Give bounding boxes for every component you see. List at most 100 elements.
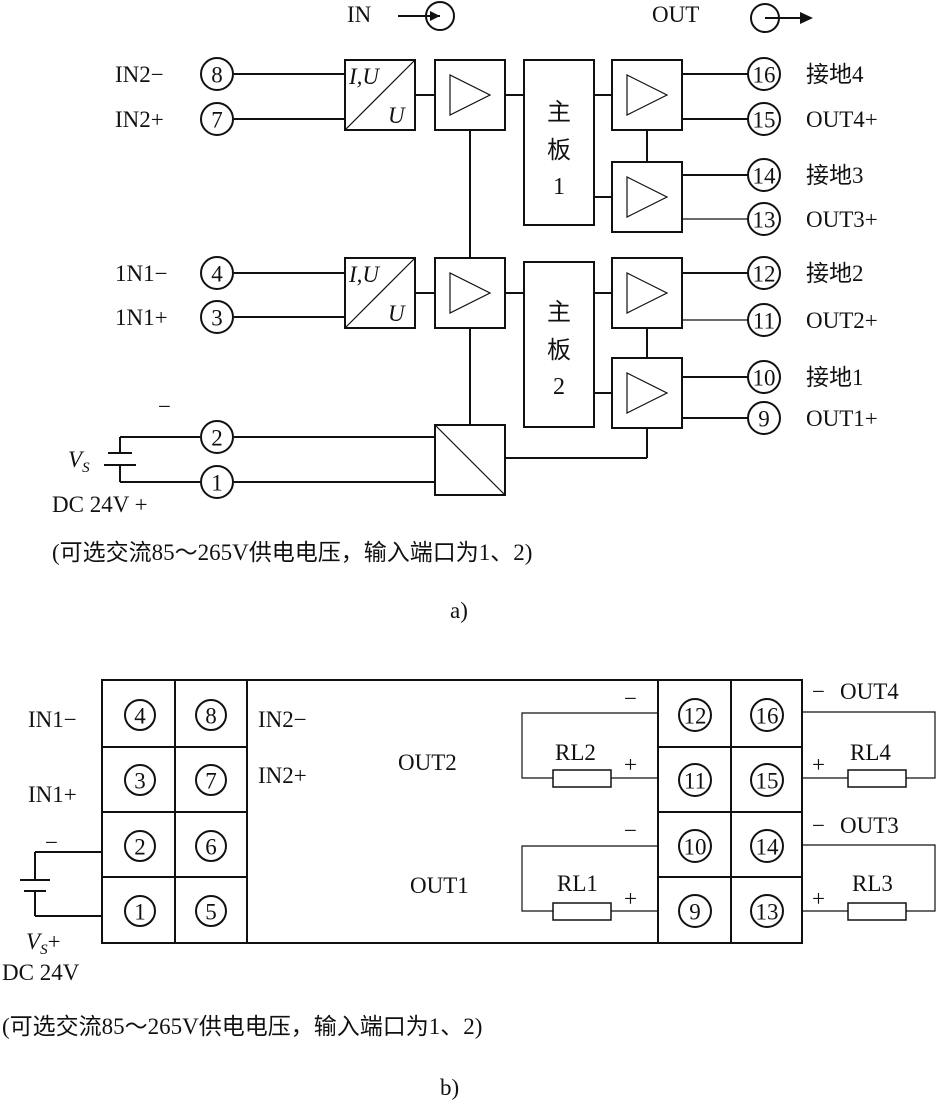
main-board-1: 主 板 1 <box>523 59 595 226</box>
input-terminal-3[interactable]: 1N1+ 3 <box>115 300 234 334</box>
output-terminal-16[interactable]: 16 接地4 <box>747 57 864 91</box>
output-num-13: 13 <box>753 208 776 233</box>
b-num-12: 12 <box>684 704 707 729</box>
b-terminal-4[interactable]: 4 <box>124 699 156 731</box>
load-loop-out2: OUT2 RL2 − + <box>398 686 658 788</box>
b-terminal-16[interactable]: 16 <box>750 698 784 732</box>
input-terminal-7[interactable]: IN2+ 7 <box>115 102 234 136</box>
b-num-4: 4 <box>134 704 146 729</box>
b-terminal-15[interactable]: 15 <box>750 763 784 797</box>
output-terminal-11[interactable]: 11 OUT2+ <box>747 303 878 337</box>
caption-a: a) <box>450 598 468 623</box>
load-loop-out3: − OUT3 RL3 + <box>802 813 936 921</box>
input-amp-2 <box>434 257 506 329</box>
power-section-a: − VS 2 1 DC 24V + <box>52 394 647 517</box>
input-terminal-4[interactable]: 1N1− 4 <box>115 256 234 290</box>
load-loop-out4: − OUT4 RL4 + <box>802 679 936 788</box>
power-terminal-1[interactable] <box>200 465 234 499</box>
output-label-11: OUT2+ <box>806 308 878 333</box>
diagram-a: IN OUT IN2− 8 IN2+ 7 <box>52 1 878 623</box>
b-terminal-7[interactable]: 7 <box>195 764 227 796</box>
note-b: (可选交流85～265V供电电压，输入端口为1、2) <box>2 1014 482 1039</box>
b-terminal-11[interactable]: 11 <box>678 763 712 797</box>
converter-top-1: I,U <box>348 64 380 89</box>
output-terminal-12[interactable]: 12 接地2 <box>747 256 864 290</box>
output-amp-2 <box>611 257 683 329</box>
output-terminal-15[interactable]: 15 OUT4+ <box>747 102 878 136</box>
b-label-in2-minus: IN2− <box>258 707 307 732</box>
caption-b: b) <box>440 1075 459 1100</box>
output-num-10: 10 <box>753 366 776 391</box>
legend-in-label: IN <box>347 2 372 27</box>
b-num-14: 14 <box>756 835 780 860</box>
converter-box-1: I,U U <box>344 59 416 131</box>
output-label-13: OUT3+ <box>806 207 878 232</box>
input-amp-1 <box>434 59 506 131</box>
b-num-1: 1 <box>134 900 146 925</box>
output-num-15: 15 <box>753 108 776 133</box>
dc-label-a: DC 24V + <box>52 492 148 517</box>
converter-bottom-2: U <box>388 301 406 326</box>
b-num-5: 5 <box>205 900 217 925</box>
b-terminal-1[interactable]: 1 <box>124 895 156 927</box>
b-num-6: 6 <box>205 835 217 860</box>
b-num-2: 2 <box>134 835 146 860</box>
vs-label-b: VS+ <box>26 929 61 958</box>
diagram-b: 4 3 2 1 8 7 6 5 IN1− <box>2 679 936 1100</box>
legend-out-symbol <box>750 3 813 33</box>
b-terminal-13[interactable]: 13 <box>750 894 784 928</box>
output-num-12: 12 <box>753 262 776 287</box>
out1-plus: + <box>624 886 637 911</box>
b-terminal-12[interactable]: 12 <box>678 698 712 732</box>
input-num-3: 3 <box>211 306 223 331</box>
legend-in-symbol <box>398 1 455 31</box>
input-label-7: IN2+ <box>115 107 164 132</box>
b-terminal-9[interactable]: 9 <box>678 894 712 928</box>
output-terminal-9[interactable]: 9 OUT1+ <box>747 401 878 435</box>
board-2-line1: 主 <box>547 299 571 326</box>
load-loop-out1: OUT1 RL1 − + <box>410 818 658 921</box>
b-num-10: 10 <box>684 835 707 860</box>
output-amp-3 <box>611 161 683 233</box>
b-terminal-14[interactable]: 14 <box>750 829 784 863</box>
output-amp-4 <box>611 59 683 131</box>
load-rl3: RL3 <box>852 871 893 896</box>
output-terminal-10[interactable]: 10 接地1 <box>747 360 864 394</box>
b-terminal-3[interactable]: 3 <box>124 764 156 796</box>
legend-out-label: OUT <box>652 2 699 27</box>
b-label-out3: OUT3 <box>840 813 899 838</box>
board-1-line1: 主 <box>547 99 571 126</box>
input-wires <box>234 73 345 318</box>
b-num-15: 15 <box>756 769 779 794</box>
output-num-11: 11 <box>753 309 775 334</box>
converter-bottom-1: U <box>388 103 406 128</box>
input-num-7: 7 <box>211 108 223 133</box>
vs-label-a: VS <box>68 447 90 476</box>
power-terminal-2[interactable] <box>200 420 234 454</box>
out3-minus: − <box>812 813 825 838</box>
b-terminal-8[interactable]: 8 <box>195 699 227 731</box>
out2-plus: + <box>624 752 637 777</box>
output-label-10: 接地1 <box>806 365 864 390</box>
b-terminal-2[interactable]: 2 <box>124 830 156 862</box>
output-terminal-14[interactable]: 14 接地3 <box>747 158 864 192</box>
b-label-out2: OUT2 <box>398 750 457 775</box>
b-num-11: 11 <box>684 769 706 794</box>
b-num-7: 7 <box>205 769 217 794</box>
input-terminal-8[interactable]: IN2− 8 <box>115 57 234 91</box>
b-terminal-6[interactable]: 6 <box>195 830 227 862</box>
output-wires <box>682 73 748 419</box>
output-terminal-13[interactable]: 13 OUT3+ <box>747 202 878 236</box>
input-label-4: 1N1− <box>115 261 168 286</box>
power-minus-a: − <box>158 394 171 419</box>
out4-plus: + <box>812 752 825 777</box>
b-terminal-5[interactable]: 5 <box>195 895 227 927</box>
b-terminal-10[interactable]: 10 <box>678 829 712 863</box>
board-2-line3: 2 <box>553 374 565 400</box>
load-rl4: RL4 <box>850 740 891 765</box>
b-label-in1-plus: IN1+ <box>28 782 77 807</box>
b-num-3: 3 <box>134 769 146 794</box>
b-label-out4: OUT4 <box>840 679 899 704</box>
board-output-wires <box>594 94 612 394</box>
board-2-line2: 板 <box>547 337 571 364</box>
